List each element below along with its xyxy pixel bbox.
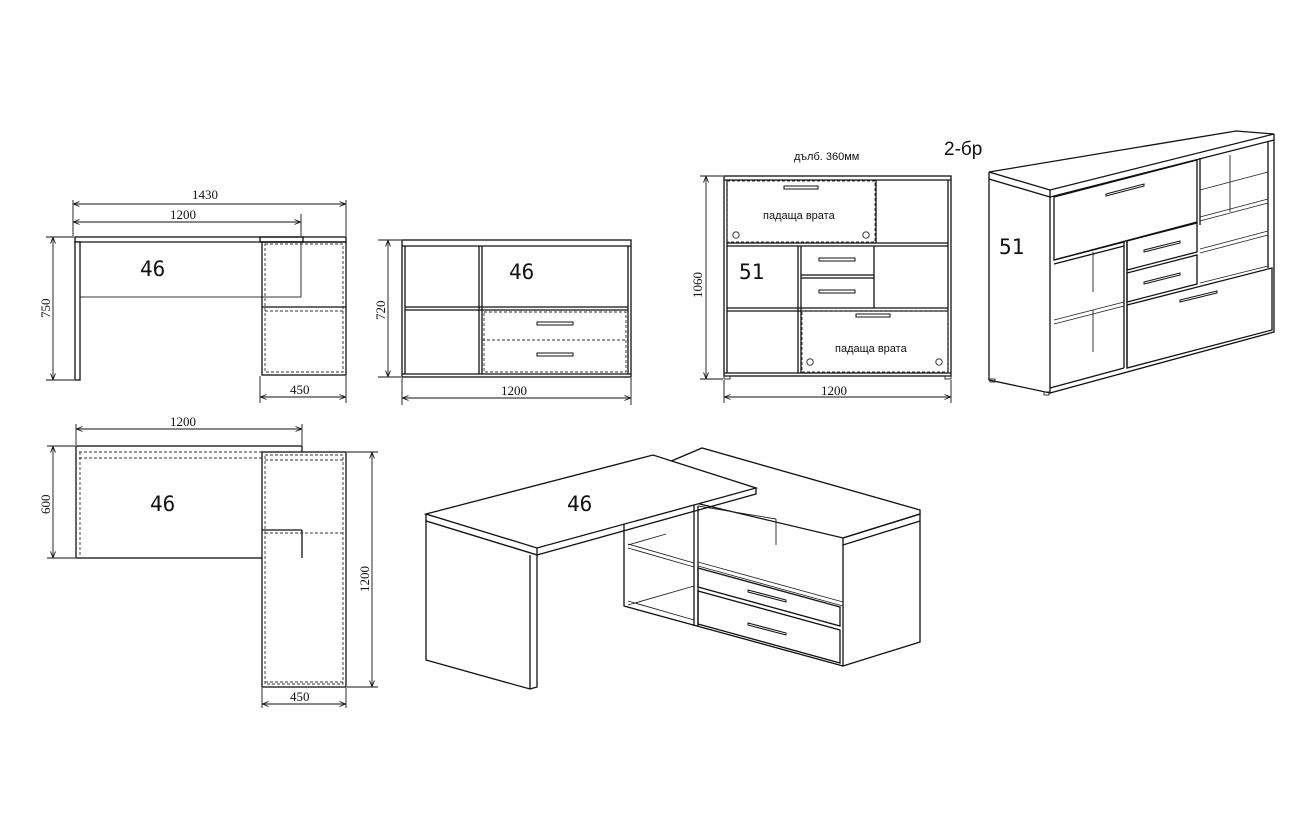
- dim-right-label: 1200: [357, 566, 372, 592]
- dim-left-label: 600: [38, 495, 53, 515]
- desk-front-view: 1430 1200 750 450 46: [38, 187, 347, 403]
- desk-iso-view: 46: [423, 447, 921, 690]
- cabinet-51-iso-view: 2-бр: [944, 130, 1275, 396]
- door-bottom-label: падаща врата: [835, 343, 908, 355]
- model-number: 46: [567, 492, 592, 516]
- dim-total-label: 1430: [192, 187, 218, 202]
- dim-width-label: 1200: [501, 383, 527, 398]
- model-number: 51: [739, 260, 764, 284]
- dim-height-label: 750: [38, 299, 53, 319]
- depth-note: дълб. 360мм: [794, 151, 859, 163]
- cabinet-51-front-view: дълб. 360мм падаща врата падаща врата: [690, 151, 952, 403]
- dim-top-label: 1200: [170, 207, 196, 222]
- model-number: 51: [999, 235, 1024, 259]
- dim-height-label: 1060: [690, 272, 705, 298]
- dim-depth-label: 450: [290, 382, 310, 397]
- desk-plan-view: 1200 600 1200 450 46: [38, 414, 378, 708]
- model-number: 46: [509, 260, 534, 284]
- dim-bottom-label: 450: [290, 689, 310, 704]
- model-number: 46: [150, 492, 175, 516]
- quantity-note: 2-бр: [944, 139, 982, 160]
- dim-width-label: 1200: [821, 383, 847, 398]
- cabinet-46-front-view: 720 1200 46: [373, 239, 632, 405]
- model-number: 46: [140, 257, 165, 281]
- door-top-label: падаща врата: [763, 210, 836, 222]
- dim-top-label: 1200: [170, 414, 196, 429]
- dim-height-label: 720: [373, 301, 388, 321]
